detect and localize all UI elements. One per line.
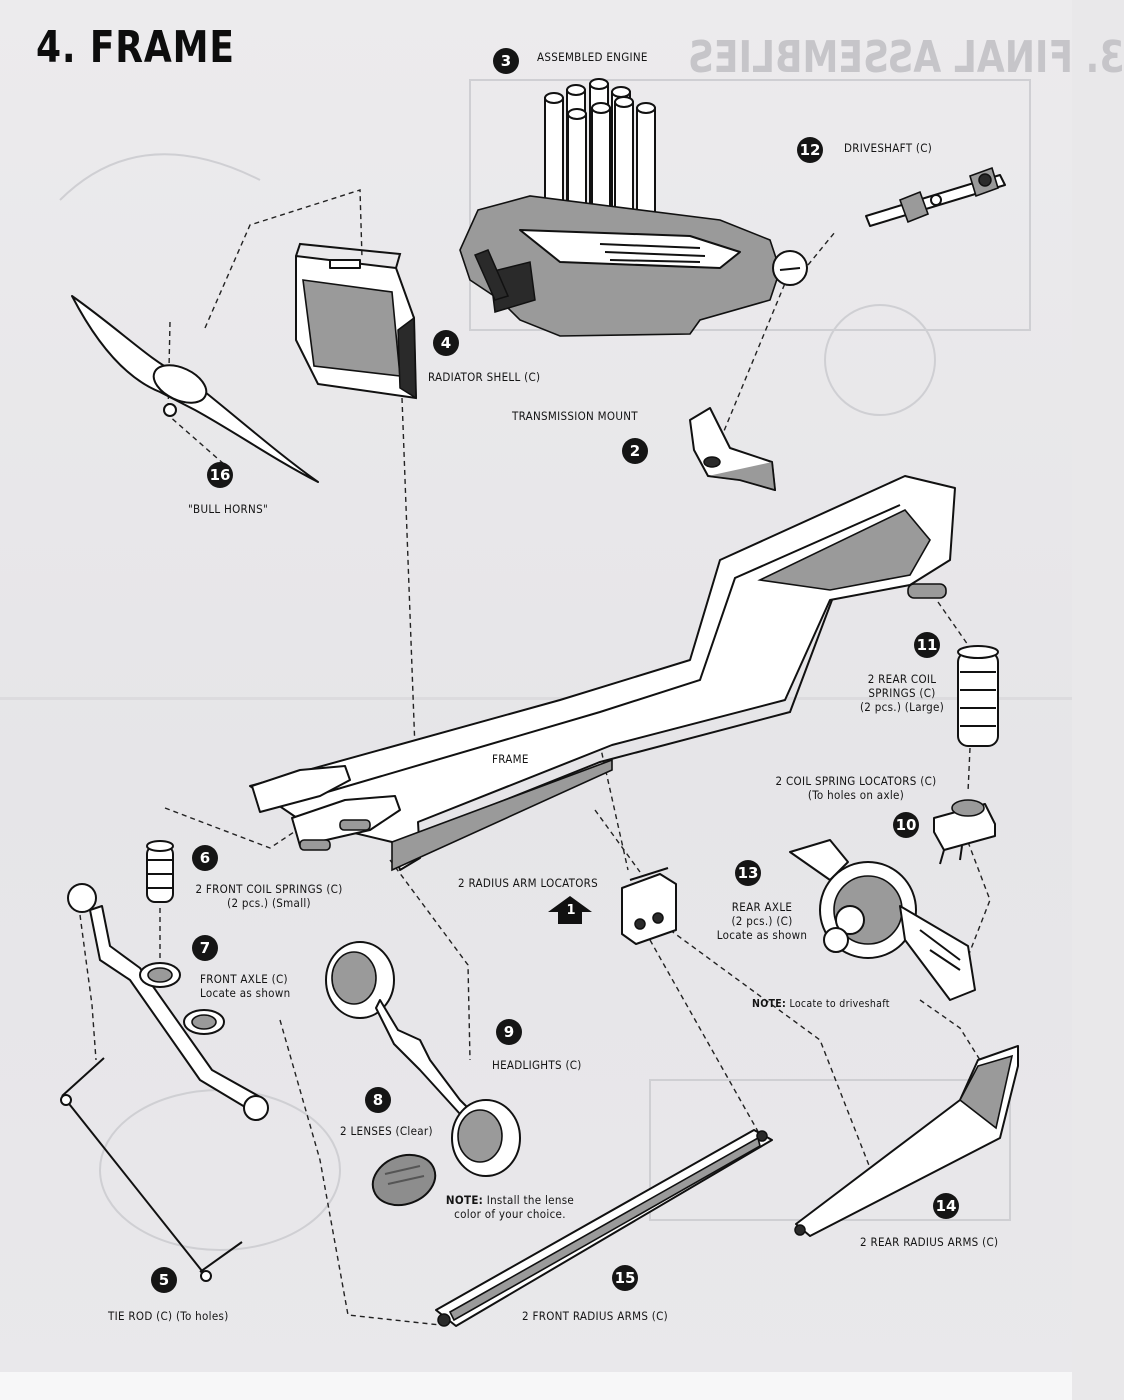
rear-radius-arm-part bbox=[794, 1045, 1019, 1237]
label-front-coil-springs: 2 FRONT COIL SPRINGS (C) (2 pcs.) (Small… bbox=[195, 882, 343, 910]
label-bull-horns: "BULL HORNS" bbox=[188, 502, 269, 516]
label-assembled-engine: ASSEMBLED ENGINE bbox=[537, 50, 648, 64]
label-transmission-mount: TRANSMISSION MOUNT bbox=[512, 409, 638, 423]
tie-rod-part bbox=[60, 1057, 243, 1282]
frame-part bbox=[249, 475, 956, 872]
callout-number-14: 14 bbox=[933, 1193, 959, 1219]
direction-arrow bbox=[548, 896, 592, 924]
bull-horns-part bbox=[71, 295, 319, 483]
callout-number-5: 5 bbox=[151, 1267, 177, 1293]
page-title: 4. FRAME bbox=[36, 22, 235, 73]
paper-fold-line bbox=[0, 697, 1072, 700]
lens-part bbox=[371, 1153, 437, 1207]
callout-number-10: 10 bbox=[893, 812, 919, 838]
callout-number-2: 2 bbox=[622, 438, 648, 464]
callout-number-7: 7 bbox=[192, 935, 218, 961]
note-install-lense: NOTE: Install the lense color of your ch… bbox=[445, 1193, 575, 1221]
label-coil-spring-locators: 2 COIL SPRING LOCATORS (C) (To holes on … bbox=[775, 774, 937, 802]
label-radiator-shell: RADIATOR SHELL (C) bbox=[428, 370, 541, 384]
transmission-mount-part bbox=[689, 407, 776, 492]
callout-number-16: 16 bbox=[207, 462, 233, 488]
callout-number-15: 15 bbox=[612, 1265, 638, 1291]
front-radius-arm-part bbox=[435, 1129, 773, 1327]
radiator-shell-part bbox=[295, 242, 417, 400]
label-headlights: HEADLIGHTS (C) bbox=[492, 1058, 582, 1072]
label-rear-axle: REAR AXLE (2 pcs.) (C) Locate as shown bbox=[716, 900, 808, 942]
callout-number-11: 11 bbox=[914, 632, 940, 658]
note-locate-to-driveshaft: NOTE: Locate to driveshaft bbox=[752, 998, 890, 1010]
label-driveshaft: DRIVESHAFT (C) bbox=[844, 141, 933, 155]
callout-number-12: 12 bbox=[797, 137, 823, 163]
rear-coil-spring-part bbox=[957, 645, 999, 747]
scan-margin bbox=[0, 1372, 1072, 1400]
rear-axle-part bbox=[789, 839, 976, 1001]
callout-number-9: 9 bbox=[496, 1019, 522, 1045]
label-rear-radius-arms: 2 REAR RADIUS ARMS (C) bbox=[860, 1235, 999, 1249]
assembled-engine-part bbox=[459, 78, 808, 337]
callout-number-8: 8 bbox=[365, 1087, 391, 1113]
callout-number-6: 6 bbox=[192, 845, 218, 871]
label-tie-rod: TIE ROD (C) (To holes) bbox=[108, 1309, 229, 1323]
coil-spring-locator-part bbox=[933, 799, 996, 865]
front-axle-part bbox=[67, 883, 269, 1121]
label-front-radius-arms: 2 FRONT RADIUS ARMS (C) bbox=[522, 1309, 668, 1323]
assembly-diagram: .o{fill:#fff;stroke:#111;stroke-width:2;… bbox=[59, 78, 1031, 1327]
driveshaft-part bbox=[865, 166, 1006, 227]
label-front-axle: FRONT AXLE (C) Locate as shown bbox=[200, 972, 291, 1000]
radius-arm-locator-part bbox=[621, 867, 677, 945]
callout-number-13: 13 bbox=[735, 860, 761, 886]
label-lenses: 2 LENSES (Clear) bbox=[340, 1124, 433, 1138]
front-coil-spring-part bbox=[146, 840, 174, 903]
label-rear-coil-springs: 2 REAR COIL SPRINGS (C) (2 pcs.) (Large) bbox=[859, 672, 945, 714]
callout-number-1: 1 bbox=[566, 903, 576, 918]
callout-number-4: 4 bbox=[433, 330, 459, 356]
headlights-part bbox=[325, 941, 521, 1177]
label-frame: FRAME bbox=[492, 752, 529, 766]
callout-number-3: 3 bbox=[493, 48, 519, 74]
label-radius-arm-locators: 2 RADIUS ARM LOCATORS bbox=[458, 876, 599, 890]
